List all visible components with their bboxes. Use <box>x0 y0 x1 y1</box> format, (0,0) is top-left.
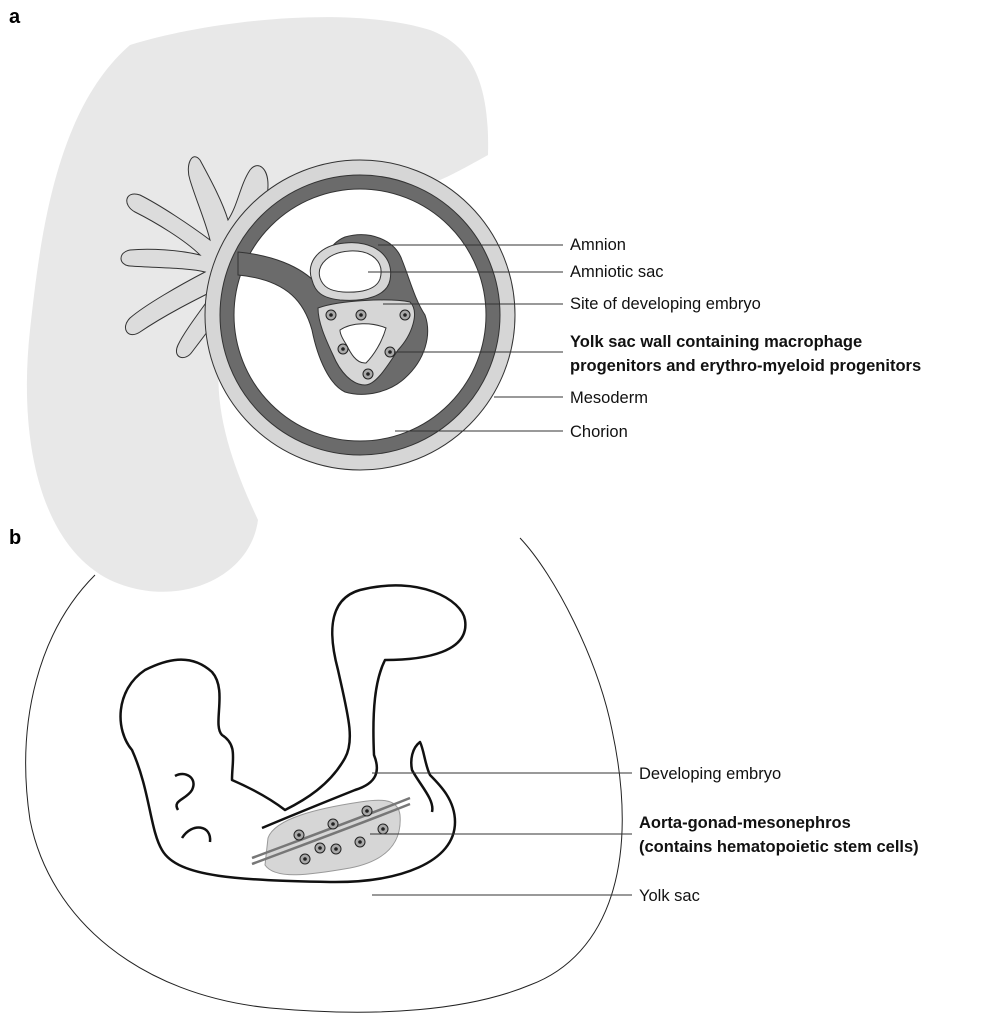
label-yolk-sac-wall-line1: Yolk sac wall containing macrophage <box>570 332 862 352</box>
agm-region <box>265 800 400 875</box>
panel-b-letter: b <box>9 527 21 550</box>
stem-cell <box>378 824 388 834</box>
label-yolk-sac: Yolk sac <box>639 886 700 906</box>
stem-cell <box>331 844 341 854</box>
stem-cell <box>328 819 338 829</box>
label-amniotic-sac: Amniotic sac <box>570 262 664 282</box>
uterine-outline <box>26 538 623 1012</box>
label-developing-embryo: Developing embryo <box>639 764 781 784</box>
progenitor-cell <box>356 310 366 320</box>
panel-a-letter: a <box>9 6 20 29</box>
progenitor-cell <box>338 344 348 354</box>
progenitor-cell <box>400 310 410 320</box>
label-embryo-site: Site of developing embryo <box>570 294 761 314</box>
panel-a-illustration <box>27 17 563 592</box>
panel-b-illustration <box>26 538 632 1012</box>
label-agm-line1: Aorta-gonad-mesonephros <box>639 813 851 833</box>
leader-lines-b <box>370 773 632 895</box>
progenitor-cell <box>326 310 336 320</box>
progenitor-cell <box>363 369 373 379</box>
stem-cell <box>362 806 372 816</box>
stem-cell <box>355 837 365 847</box>
stem-cell <box>294 830 304 840</box>
label-amnion: Amnion <box>570 235 626 255</box>
label-yolk-sac-wall-line2: progenitors and erythro-myeloid progenit… <box>570 356 921 376</box>
stem-cell <box>315 843 325 853</box>
limb-bud <box>175 774 194 810</box>
label-agm-line2: (contains hematopoietic stem cells) <box>639 837 919 857</box>
stem-cell <box>300 854 310 864</box>
limb-bud <box>182 827 210 842</box>
label-mesoderm: Mesoderm <box>570 388 648 408</box>
label-chorion: Chorion <box>570 422 628 442</box>
progenitor-cell <box>385 347 395 357</box>
